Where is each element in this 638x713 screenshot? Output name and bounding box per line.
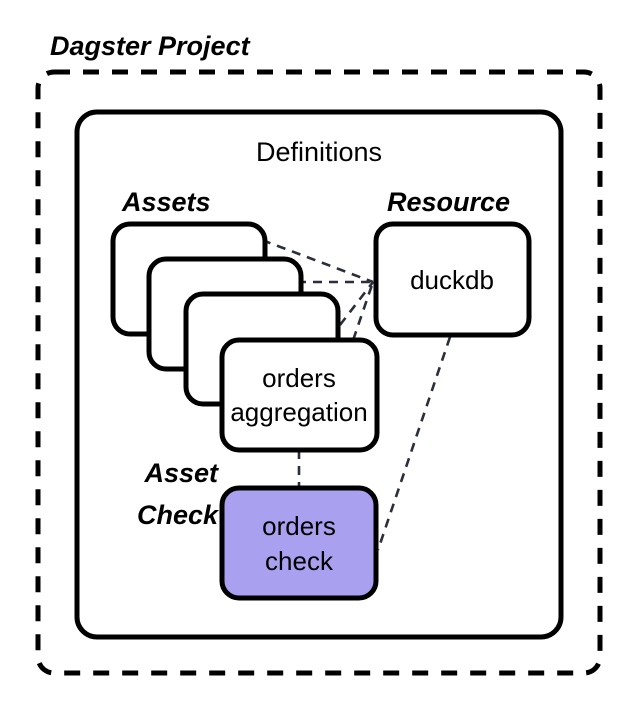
group-label-assets: Assets: [121, 187, 211, 217]
edge-duckdb-to-orders-check: [376, 336, 452, 551]
outer-container-title: Dagster Project: [50, 31, 251, 61]
resource-node-duckdb[interactable]: [373, 221, 532, 338]
outer-container-dagster-project: [35, 69, 603, 676]
edge-asset-card-1-to-duckdb: [261, 238, 374, 284]
asset-card-orders-aggregation-label-line2: aggregation: [230, 397, 367, 427]
asset-check-node-label-line2: check: [265, 546, 334, 576]
definitions-title: Definitions: [256, 137, 382, 167]
asset-card-orders-aggregation-label-line1: orders: [262, 363, 336, 393]
inner-container-definitions: [74, 109, 564, 640]
resource-node-duckdb-label: duckdb: [410, 265, 494, 295]
group-label-resource: Resource: [387, 187, 510, 217]
edge-asset-card-3-to-duckdb: [338, 281, 375, 326]
asset-check-node-label-line1: orders: [262, 511, 336, 541]
group-label-asset-check-line2: Check: [137, 500, 220, 530]
group-label-asset-check-line1: Asset: [143, 458, 219, 488]
asset-card-orders-aggregation[interactable]: [219, 337, 380, 453]
edge-orders-aggregation-to-duckdb: [346, 281, 375, 356]
asset-check-node-orders-check[interactable]: [219, 485, 379, 601]
